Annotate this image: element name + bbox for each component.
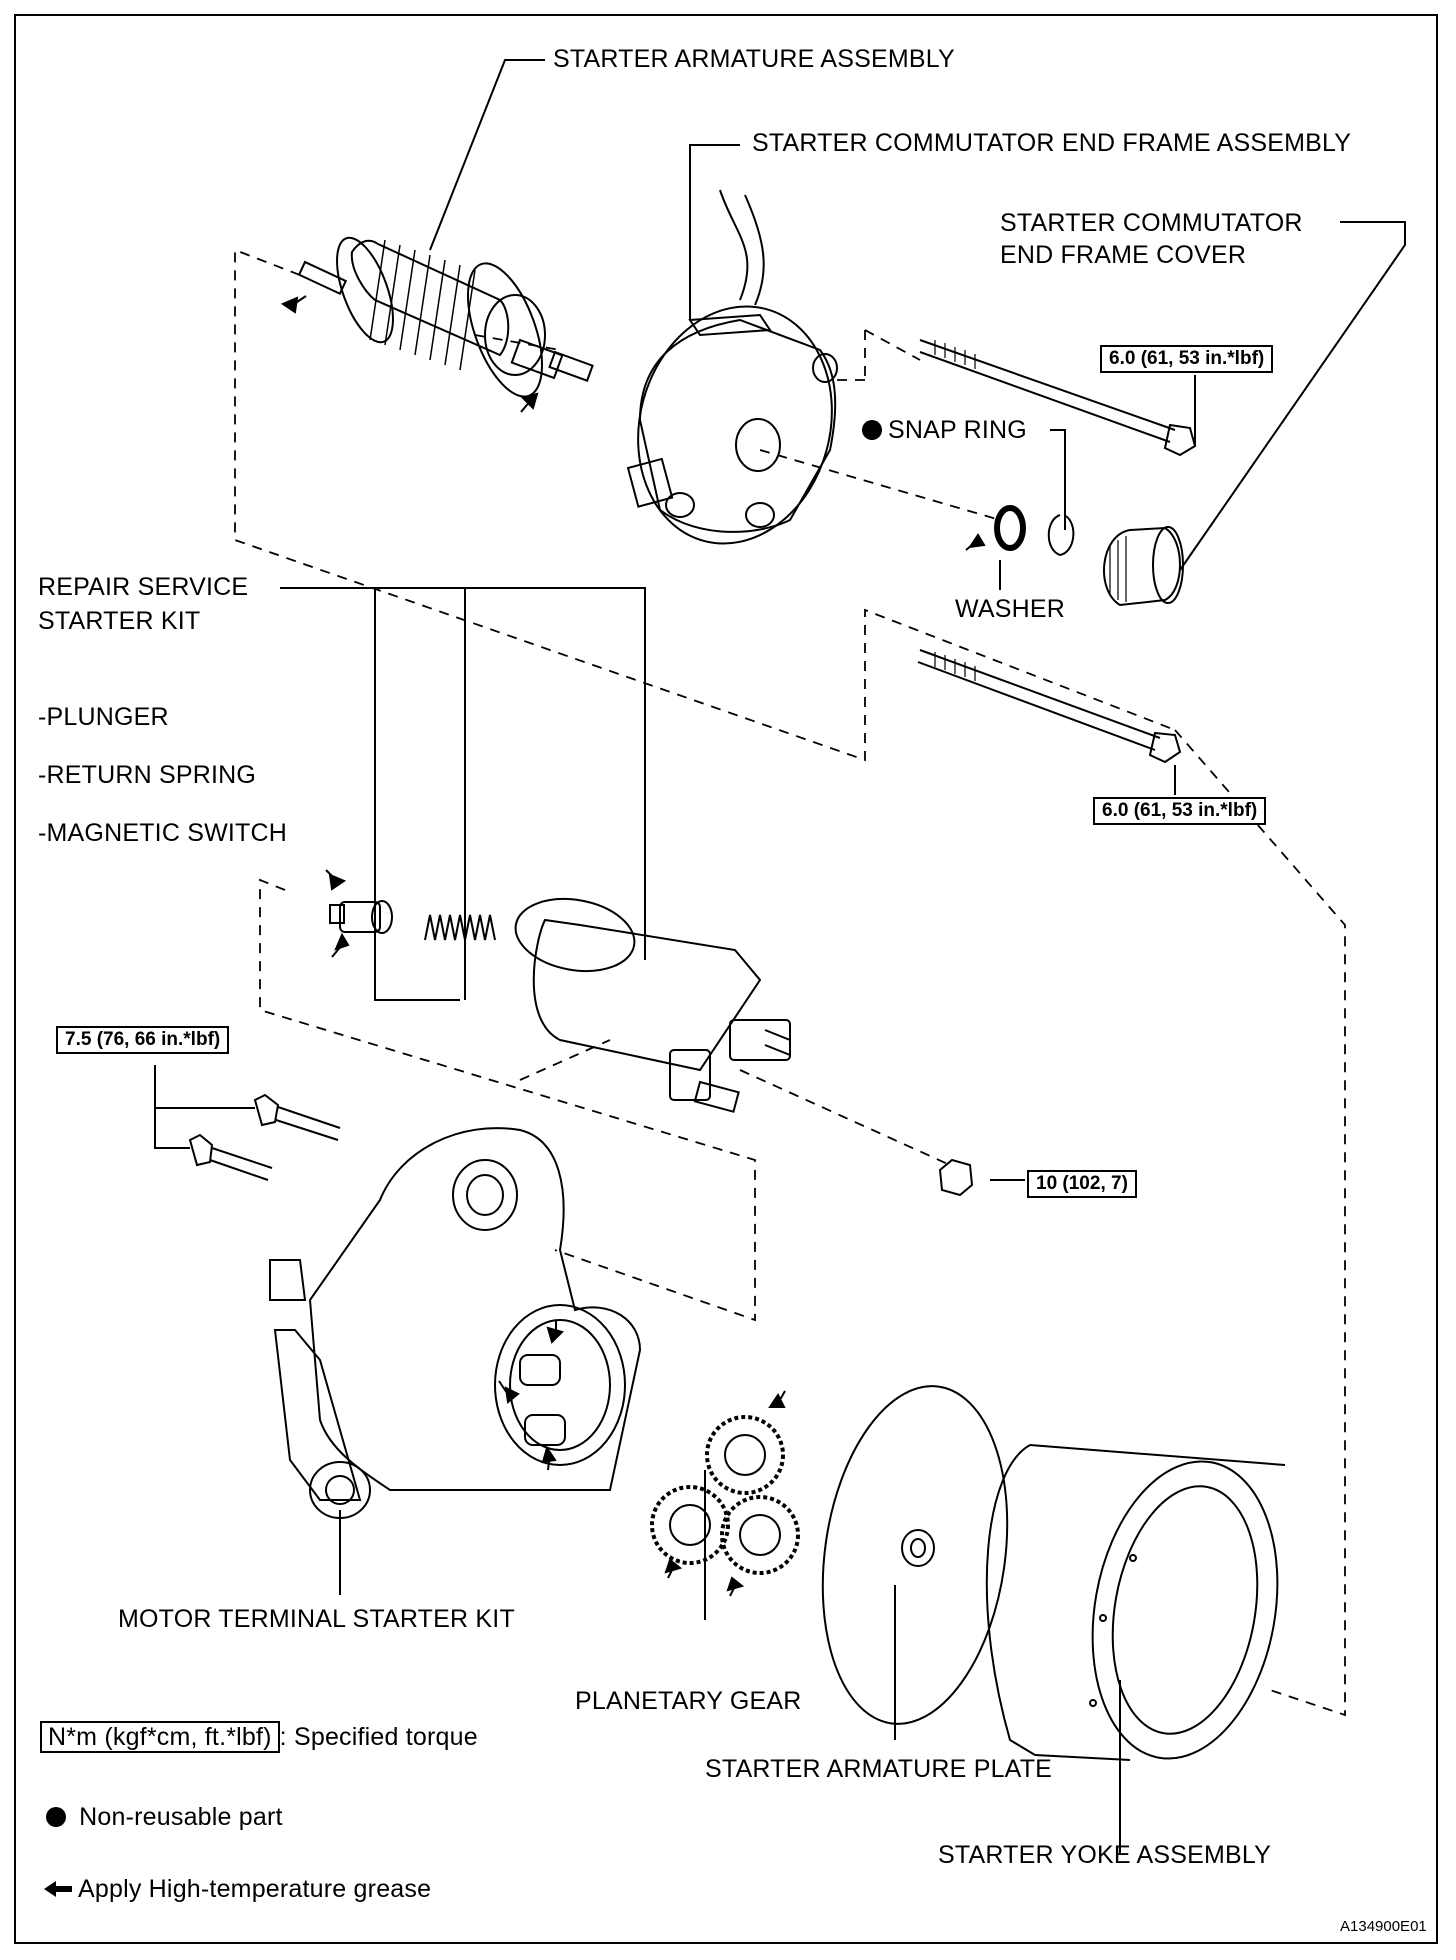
label-washer: WASHER — [955, 595, 1066, 623]
grease-arrow-icon — [44, 1881, 72, 1897]
commutator-end-frame-drawing — [626, 189, 838, 545]
torque-terminal-nut: 10 (102, 7) — [1027, 1170, 1137, 1198]
legend-torque: N*m (kgf*cm, ft.*lbf): Specified torque — [40, 1721, 478, 1753]
switch-bolts-drawing — [188, 1093, 341, 1181]
non-reusable-dot-icon — [46, 1807, 66, 1827]
label-armature-plate: STARTER ARMATURE PLATE — [705, 1755, 1053, 1783]
yoke-assembly-drawing — [985, 1444, 1286, 1761]
leader-lines — [154, 59, 1406, 1855]
label-return-spring: -RETURN SPRING — [38, 761, 257, 789]
legend-grease-text: Apply High-temperature grease — [78, 1875, 432, 1903]
grease-arrow-icon — [546, 1320, 564, 1344]
label-snap-ring: SNAP RING — [862, 415, 1027, 445]
grease-arrow-icon — [664, 1558, 683, 1579]
grease-arrow-icon — [541, 1445, 557, 1471]
label-repair-kit-line2: STARTER KIT — [38, 607, 201, 635]
label-armature: STARTER ARMATURE ASSEMBLY — [553, 45, 955, 73]
label-commutator-end-frame: STARTER COMMUTATOR END FRAME ASSEMBLY — [752, 129, 1352, 157]
washer-drawing — [994, 505, 1026, 551]
terminal-nut-drawing — [938, 1158, 974, 1197]
non-reusable-dot-icon — [862, 420, 882, 440]
grease-arrow-icon — [726, 1576, 745, 1597]
grease-arrow-icon — [768, 1390, 786, 1408]
label-repair-kit-line1: REPAIR SERVICE — [38, 573, 249, 601]
through-bolt-upper — [919, 339, 1197, 457]
grease-arrow-icon — [331, 932, 350, 958]
end-frame-cover-drawing — [1103, 526, 1184, 607]
legend-nonreusable-text: Non-reusable part — [79, 1803, 283, 1831]
alignment-lines — [234, 248, 1346, 1717]
label-yoke: STARTER YOKE ASSEMBLY — [938, 1841, 1272, 1869]
label-planetary-gear: PLANETARY GEAR — [575, 1687, 802, 1715]
legend-grease: Apply High-temperature grease — [44, 1874, 431, 1904]
diagram-frame — [14, 14, 1438, 1944]
grease-arrow-icon — [965, 533, 986, 551]
motor-terminal-kit-drawing — [269, 1127, 642, 1519]
return-spring-drawing — [424, 914, 496, 941]
magnetic-switch-drawing — [514, 897, 791, 1113]
plunger-drawing — [329, 900, 393, 934]
legend-torque-box: N*m (kgf*cm, ft.*lbf) — [40, 1721, 280, 1753]
legend-torque-text: : Specified torque — [279, 1723, 478, 1751]
label-end-frame-cover-line1: STARTER COMMUTATOR — [1000, 209, 1303, 237]
snap-ring-text: SNAP RING — [888, 416, 1027, 444]
label-plunger: -PLUNGER — [38, 703, 169, 731]
torque-switch-bolts: 7.5 (76, 66 in.*lbf) — [56, 1026, 230, 1054]
grease-arrow-icon — [498, 1380, 520, 1404]
torque-bolt-upper: 6.0 (61, 53 in.*lbf) — [1100, 345, 1274, 373]
figure-code: A134900E01 — [1340, 1918, 1427, 1935]
legend-nonreusable: Non-reusable part — [46, 1802, 283, 1832]
torque-bolt-lower: 6.0 (61, 53 in.*lbf) — [1093, 797, 1267, 825]
grease-arrow-icon — [325, 869, 347, 891]
planetary-gears-drawing — [650, 1415, 800, 1575]
grease-arrow-icon — [520, 392, 539, 413]
armature-plate-drawing — [821, 1385, 1009, 1725]
label-magnetic-switch: -MAGNETIC SWITCH — [38, 819, 288, 847]
label-motor-terminal: MOTOR TERMINAL STARTER KIT — [118, 1605, 515, 1633]
through-bolt-lower — [917, 649, 1182, 764]
grease-arrow-icon — [280, 295, 307, 314]
snap-ring-drawing — [1047, 514, 1075, 557]
armature-drawing — [297, 236, 594, 398]
label-end-frame-cover-line2: END FRAME COVER — [1000, 241, 1247, 269]
